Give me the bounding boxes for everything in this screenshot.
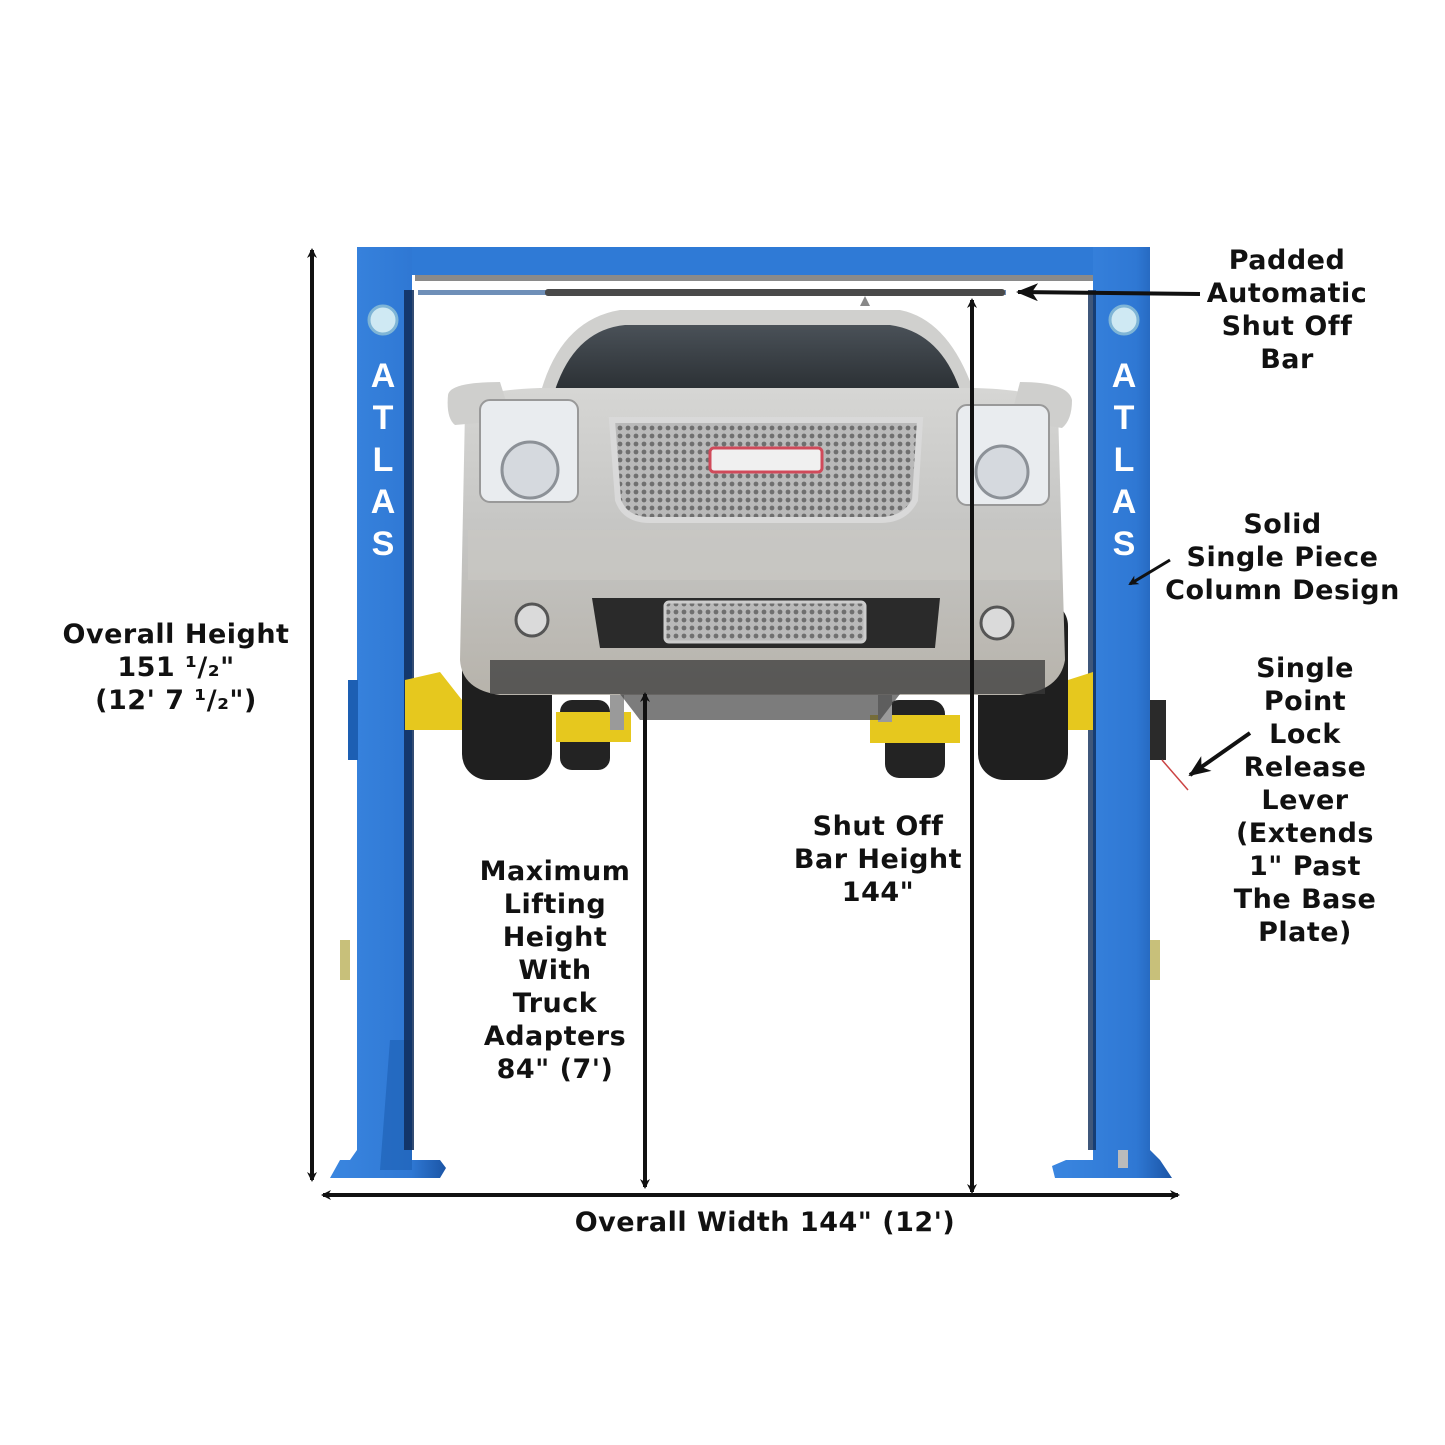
shutoff-bar-callout-arrow bbox=[1016, 283, 1201, 302]
gmc-badge bbox=[708, 446, 824, 474]
overall-width-label: Overall Width 144" (12') bbox=[574, 1207, 956, 1238]
max-lift-label: Maximum Lifting Height With Truck Adapte… bbox=[479, 856, 631, 1085]
lock-release-lever bbox=[1150, 700, 1166, 760]
left-column-brand: A T L A S bbox=[370, 357, 396, 563]
shutoff-bar bbox=[545, 289, 1005, 296]
lock-release-callout-arrow bbox=[1188, 731, 1252, 777]
right-fog-light bbox=[979, 605, 1015, 641]
left-lift-arm bbox=[405, 672, 462, 730]
column-design-callout-arrow bbox=[1128, 558, 1171, 586]
shutoff-bar-label: Padded Automatic Shut Off Bar bbox=[1206, 245, 1368, 375]
left-column bbox=[330, 247, 446, 1178]
windshield bbox=[555, 325, 960, 390]
lower-grille bbox=[663, 600, 867, 644]
right-logo-icon bbox=[1108, 304, 1140, 336]
column-design-label: Solid Single Piece Column Design bbox=[1165, 509, 1400, 606]
lock-release-label: Single Point Lock Release Lever (Extends… bbox=[1233, 653, 1377, 948]
right-column-brand: A T L A S bbox=[1111, 357, 1137, 563]
shutoff-height-label: Shut Off Bar Height 144" bbox=[793, 811, 963, 908]
left-fog-light bbox=[514, 602, 550, 638]
left-logo-icon bbox=[367, 304, 399, 336]
overhead-beam bbox=[360, 247, 1150, 275]
right-column bbox=[1052, 247, 1172, 1178]
overall-height-label: Overall Height 151 ¹/₂" (12' 7 ¹/₂") bbox=[62, 619, 290, 716]
